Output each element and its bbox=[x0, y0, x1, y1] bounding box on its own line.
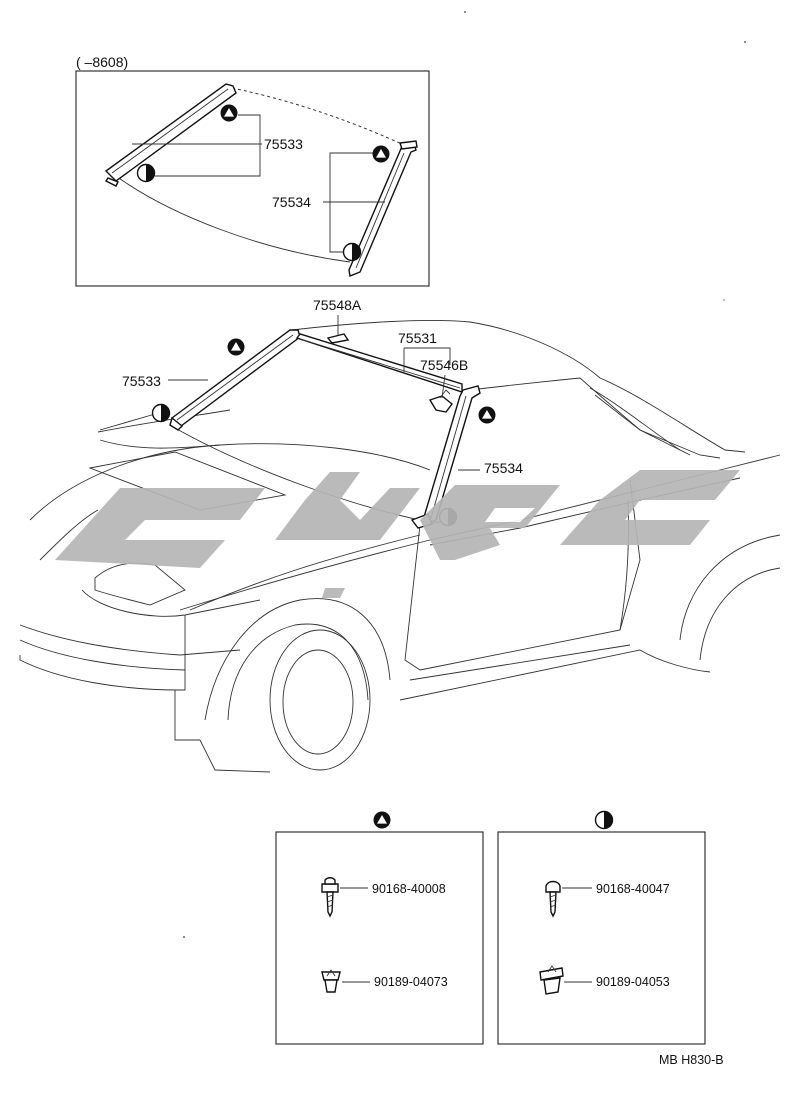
label-90189-04073: 90189-04073 bbox=[374, 975, 448, 989]
label-75534: 75534 bbox=[484, 460, 523, 476]
screw-90168-40047 bbox=[545, 880, 561, 918]
legend-triangle: 90168-40008 90189-04073 bbox=[275, 811, 484, 1045]
label-90168-40008: 90168-40008 bbox=[372, 882, 446, 896]
label-75548A: 75548A bbox=[313, 297, 362, 313]
headlight bbox=[94, 562, 186, 606]
inset-label-75534: 75534 bbox=[272, 194, 311, 210]
clip-90189-04073 bbox=[321, 969, 341, 993]
roof-line bbox=[291, 319, 601, 379]
inset-halfcircle-marker-1 bbox=[136, 163, 156, 183]
label-75533: 75533 bbox=[122, 373, 161, 389]
inset-leaders bbox=[132, 114, 385, 253]
legend-triangle-frame bbox=[275, 831, 484, 1045]
inset-halfcircle-marker-2 bbox=[342, 242, 362, 262]
front-wheel bbox=[282, 649, 354, 755]
inset-moulding-upper bbox=[104, 83, 237, 187]
front-bumper bbox=[19, 624, 241, 656]
main-triangle-marker-2 bbox=[478, 406, 496, 424]
label-75546B: 75546B bbox=[420, 357, 468, 373]
legend-halfcircle-frame bbox=[497, 831, 706, 1045]
label-90189-04053: 90189-04053 bbox=[596, 975, 670, 989]
inset-date-label: ( –8608) bbox=[76, 54, 128, 70]
inset-frame bbox=[75, 70, 430, 287]
rear-window bbox=[579, 377, 721, 459]
inset-moulding-side bbox=[348, 140, 418, 277]
footer-code: MB H830-B bbox=[659, 1053, 724, 1067]
inset-windshield-top bbox=[231, 87, 405, 146]
clip-90189-04053 bbox=[539, 965, 564, 995]
inset-label-75533: 75533 bbox=[264, 136, 303, 152]
clip-75548A bbox=[326, 333, 350, 344]
legend-halfcircle-icon bbox=[594, 810, 614, 830]
inset-panel: ( –8608) 75533 75534 bbox=[75, 54, 430, 287]
inset-windshield-bottom bbox=[115, 175, 351, 263]
main-moulding-roof bbox=[295, 333, 463, 393]
label-75531: 75531 bbox=[398, 330, 437, 346]
main-moulding-upper bbox=[169, 329, 301, 431]
main-leaders bbox=[99, 315, 480, 471]
rear-wheel-arch bbox=[679, 534, 781, 641]
legend-triangle-icon bbox=[373, 811, 391, 829]
bracket-75546B bbox=[428, 389, 453, 413]
label-90168-40047: 90168-40047 bbox=[596, 882, 670, 896]
front-tire bbox=[269, 629, 371, 771]
rocker-panel bbox=[399, 649, 641, 701]
watermark-logo bbox=[55, 470, 740, 598]
main-halfcircle-marker-1 bbox=[151, 403, 171, 423]
scan-specks bbox=[183, 11, 746, 938]
screw-90168-40008 bbox=[321, 877, 339, 918]
legend-halfcircle: 90168-40047 90189-04053 bbox=[497, 810, 706, 1045]
inset-triangle-marker-2 bbox=[372, 145, 390, 163]
main-triangle-marker-1 bbox=[227, 338, 245, 356]
inset-triangle-marker-1 bbox=[220, 104, 238, 122]
front-wheel-arch bbox=[204, 598, 391, 721]
